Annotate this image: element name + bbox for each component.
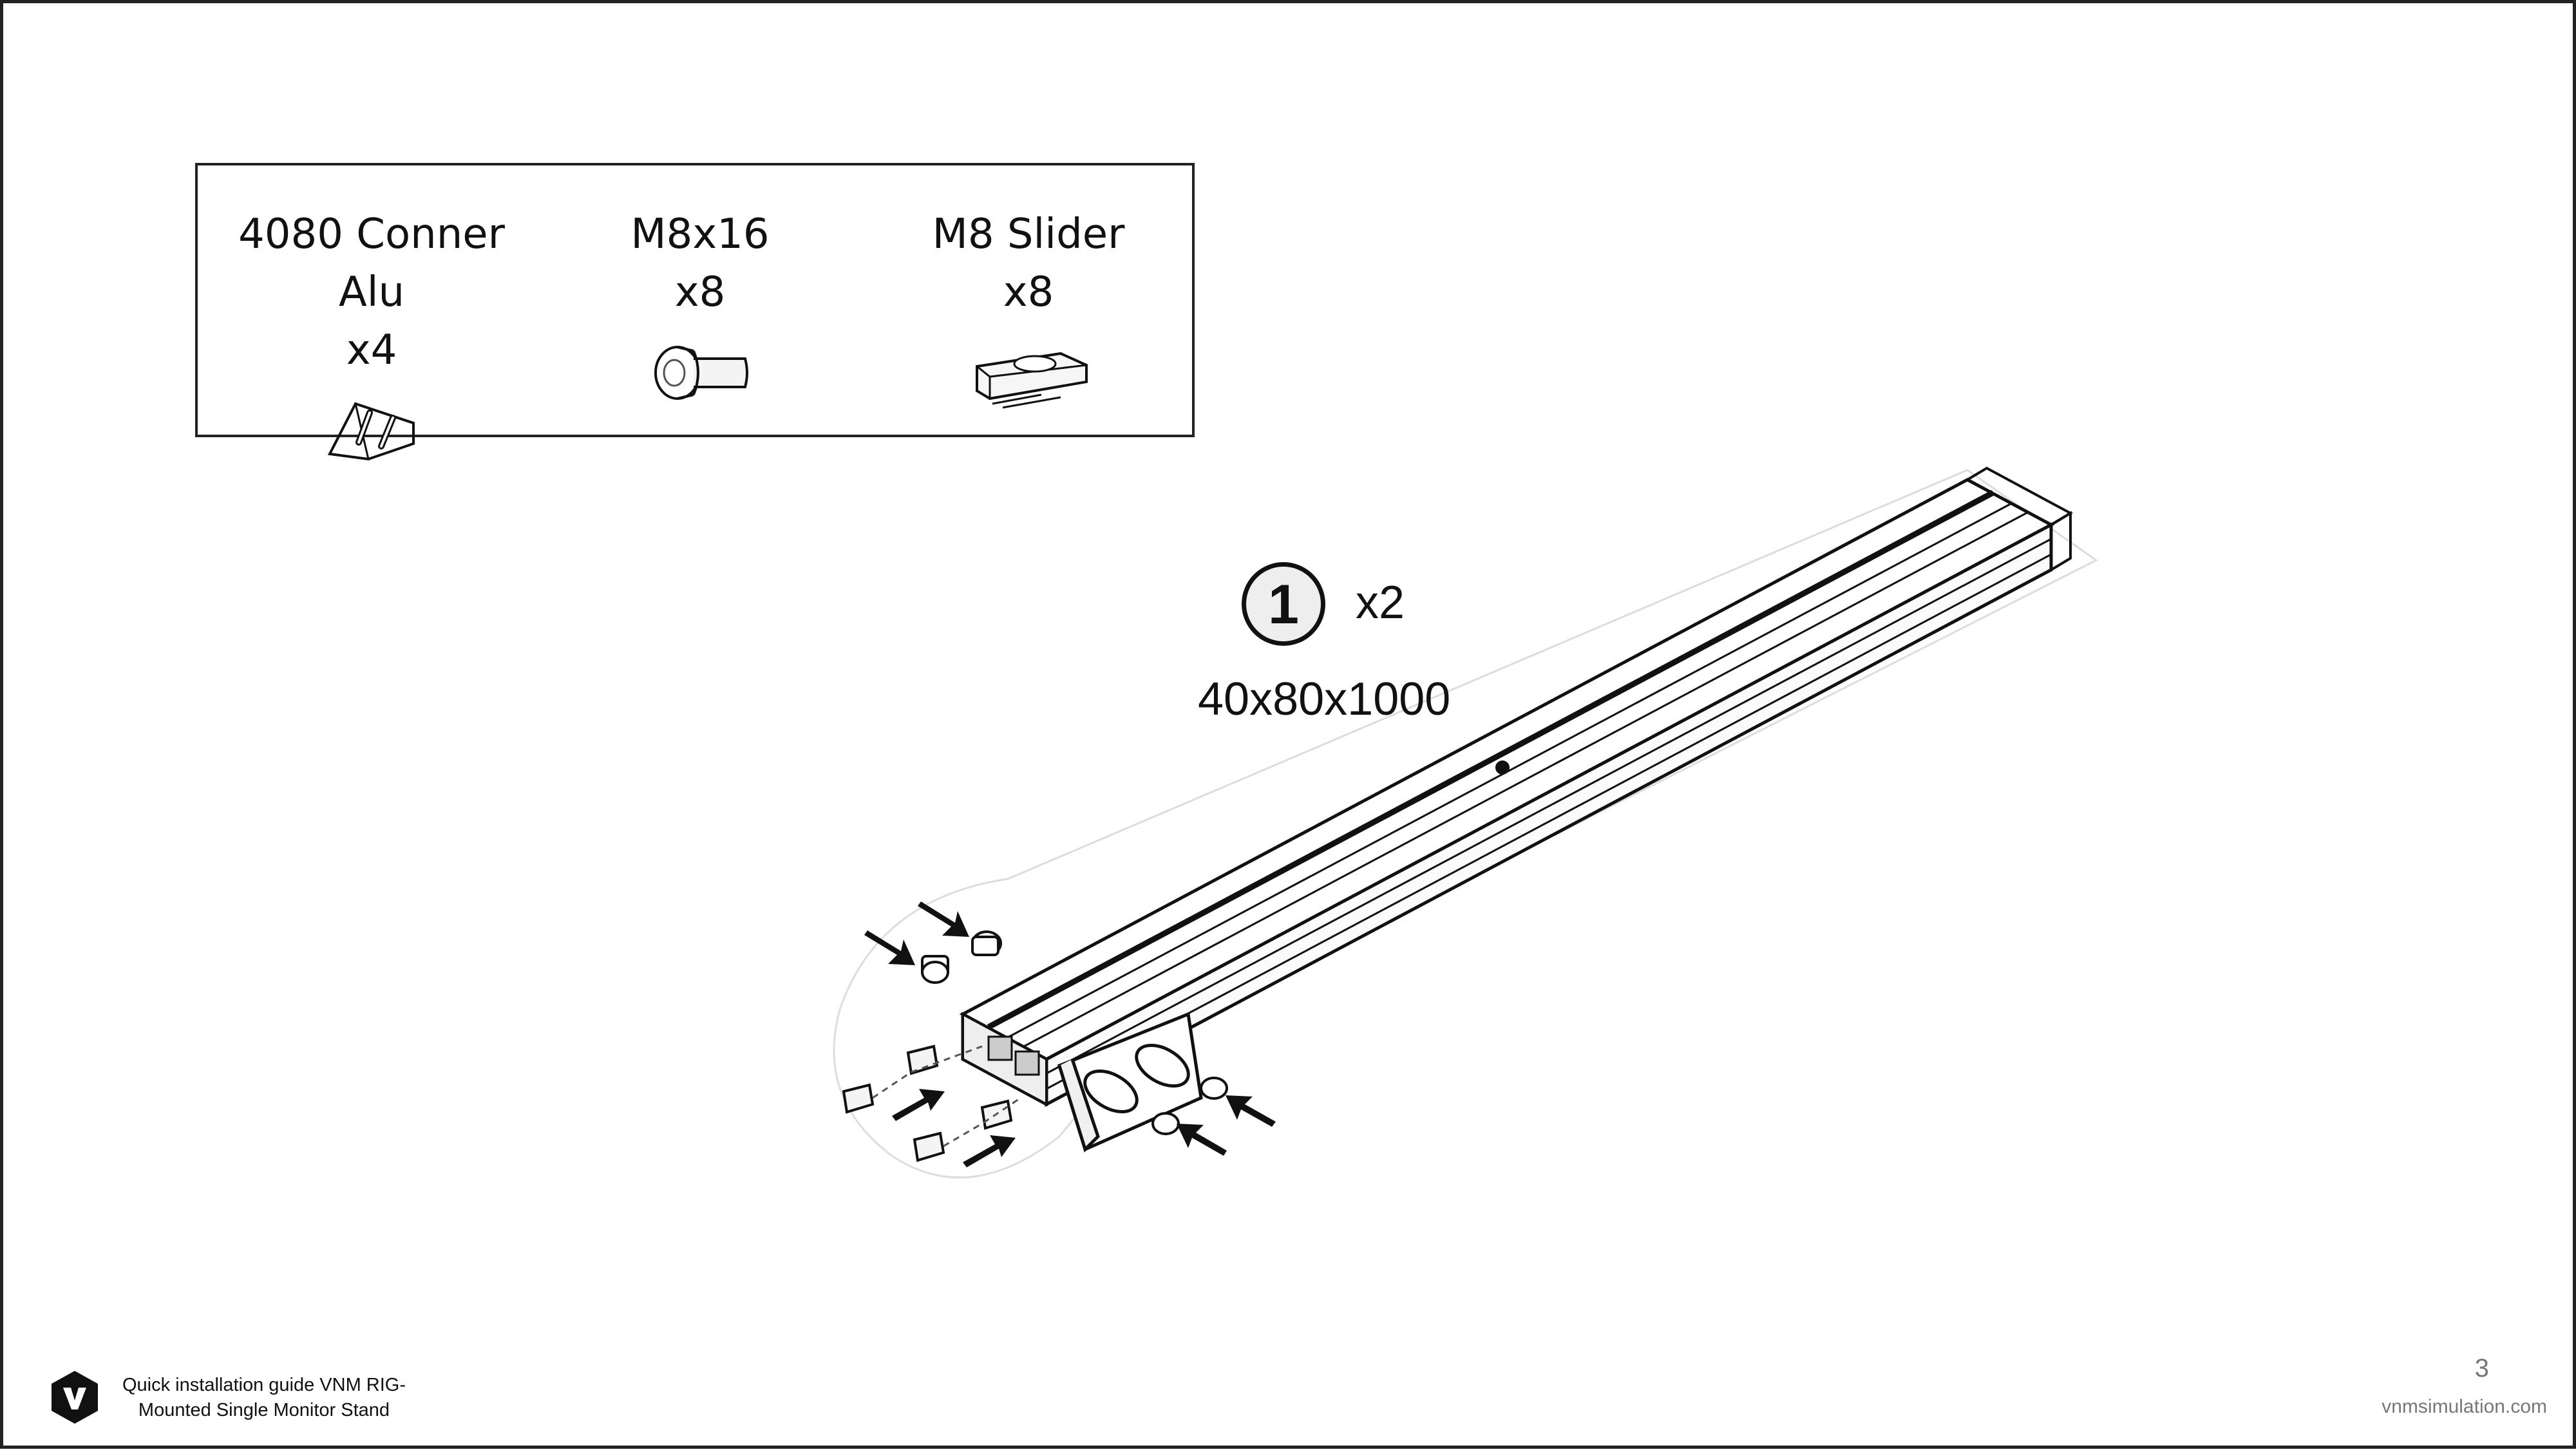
arrow-icon	[1177, 1124, 1227, 1156]
corner-bracket-icon	[327, 402, 415, 461]
arrow-icon	[864, 930, 915, 965]
bolts	[921, 930, 1228, 1135]
guide-title: Quick installation guide VNM RIG- Mounte…	[106, 1373, 422, 1423]
vnm-logo-icon	[52, 1371, 98, 1424]
part-bolt: M8x16 x8	[616, 205, 784, 404]
part-quantity: x4	[346, 326, 397, 374]
website-url: vnmsimulation.com	[2382, 1396, 2547, 1417]
leader-dot	[1495, 760, 1510, 775]
assembly-illustration	[833, 466, 2098, 1179]
guide-title-line1: Quick installation guide VNM RIG-	[122, 1375, 406, 1395]
arrow-icon	[892, 1089, 945, 1121]
part-slider: M8 Slider x8	[906, 205, 1151, 410]
page-number: 3	[2474, 1354, 2489, 1382]
part-name: M8x16	[630, 211, 770, 258]
step-quantity: x2	[1356, 577, 1405, 628]
bolt-icon	[654, 346, 748, 400]
aluminum-profile	[959, 466, 2074, 1108]
t-slider-nut-icon	[976, 352, 1088, 409]
arrow-icon	[1226, 1095, 1276, 1127]
guide-lines	[872, 1045, 1021, 1147]
arrows	[864, 901, 1276, 1167]
part-quantity: x8	[674, 269, 726, 316]
arrow-icon	[963, 1135, 1016, 1167]
corner-bracket-installed	[1057, 1012, 1203, 1153]
arrow-icon	[918, 901, 969, 937]
part-quantity: x8	[1003, 269, 1054, 316]
part-name: M8 Slider	[932, 211, 1125, 258]
part-corner-bracket: 4080 Conner Alu x4	[223, 205, 520, 462]
guide-title-line2: Mounted Single Monitor Stand	[138, 1400, 390, 1420]
parts-list-box: 4080 Conner Alu x4 M8x16 x8 M	[195, 163, 1195, 461]
profile-dimension-label: 40x80x1000	[1198, 674, 1451, 725]
step-number-badge: 1	[1242, 562, 1325, 646]
part-name: 4080 Conner Alu	[238, 211, 505, 316]
